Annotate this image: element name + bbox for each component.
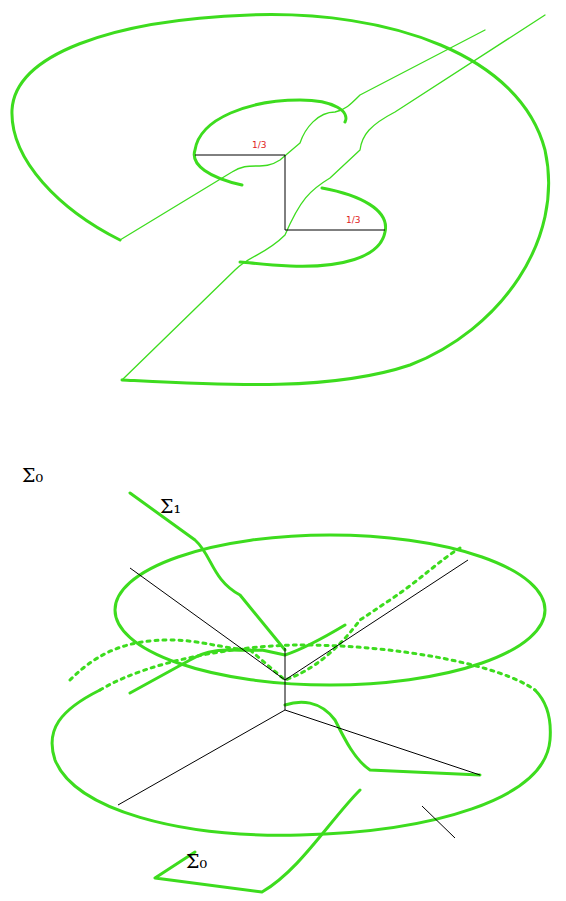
- ruling-segment: [118, 710, 285, 805]
- hidden-ruling: [70, 548, 460, 680]
- ruling-segment: [285, 710, 480, 775]
- axis-segment: [285, 648, 286, 710]
- lower-sheet-hidden: [100, 645, 535, 690]
- surface-label: Σ₁: [160, 497, 181, 516]
- inner-loop-bottom: [240, 188, 386, 266]
- ruling-segment: [130, 568, 285, 680]
- lower-sheet-rim: [52, 690, 550, 835]
- inner-loop-top: [194, 100, 346, 185]
- ruling-segment: [285, 560, 468, 680]
- width-segment: [195, 155, 285, 156]
- ruling-segment: [422, 806, 455, 838]
- upper-sheet-rim: [115, 535, 545, 685]
- outer-rim: [12, 15, 549, 385]
- width-segment: [285, 230, 385, 231]
- notch-lower: [155, 790, 360, 892]
- dimension-label: 1/3: [252, 141, 266, 150]
- wavy-rim: [285, 702, 480, 775]
- notch-upper-inner: [130, 625, 345, 693]
- surface-label: Σ₀: [22, 466, 43, 485]
- ruling-line: [120, 30, 485, 240]
- notch-upper: [130, 493, 285, 650]
- ruling-line: [122, 15, 545, 380]
- dimension-label: 1/3: [346, 216, 360, 225]
- axis-segment: [285, 155, 286, 230]
- surface-label: Σ₀: [186, 852, 207, 871]
